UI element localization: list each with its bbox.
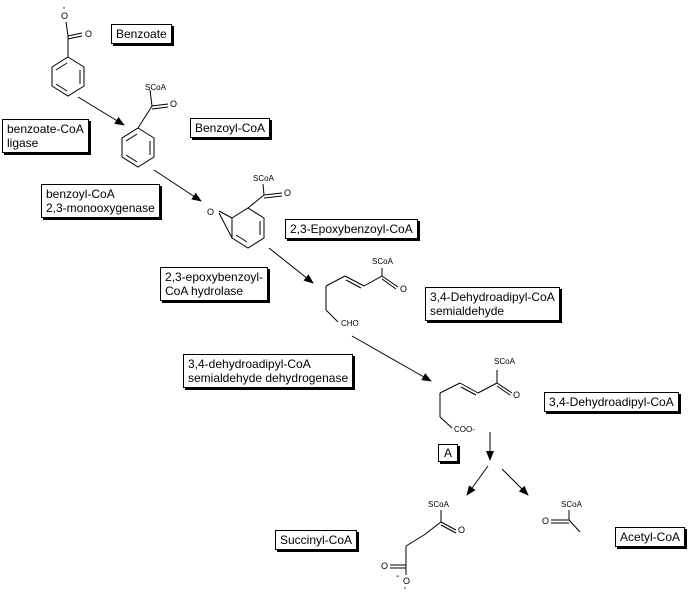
benzoyl-coa-oxygen-label: O: [170, 99, 178, 109]
dehydroadipyl-scoa-label: SCoA: [494, 357, 515, 366]
compound-label-acetyl-coa: Acetyl-CoA: [615, 527, 686, 547]
compound-label-benzoyl-coa: Benzoyl-CoA: [190, 118, 271, 138]
succinyl-anion-minus: -: [396, 571, 400, 582]
dehydroadipyl-coo-label: COO-: [454, 425, 475, 434]
semialdehyde-oxygen-label: O: [400, 284, 408, 294]
dehydroadipyl-coa-structure: [439, 370, 513, 429]
arrow-epoxy-to-semialdehyde: [268, 247, 314, 284]
benzoyl-coa-scoa-label: SCoA: [145, 83, 166, 92]
acetyl-oxygen-label: O: [542, 516, 550, 526]
succinyl-oxygen-label: O: [458, 525, 466, 535]
epoxybenzoyl-coa-structure: [218, 183, 283, 249]
compound-label-dehydroadipyl-coa: 3,4-Dehydroadipyl-CoA: [544, 392, 679, 412]
acetyl-coa-structure: [551, 510, 581, 533]
arrow-to-succinyl-coa: [466, 465, 489, 496]
benzoate-oxygen-label-2: O: [61, 11, 69, 21]
benzoate-radical-dot: ·: [62, 0, 66, 14]
enzyme-label-semialdehyde-dehydrogenase: 3,4-dehydroadipyl-CoA semialdehyde dehyd…: [183, 354, 354, 388]
epoxy-scoa-label: SCoA: [253, 174, 274, 183]
enzyme-label-benzoate-coa-ligase: benzoate-CoA ligase: [2, 119, 89, 153]
succinyl-coa-structure: [390, 510, 457, 575]
enzyme-label-epoxybenzoyl-coa-hydrolase: 2,3-epoxybenzoyl- CoA hydrolase: [160, 267, 269, 301]
compound-label-succinyl-coa: Succinyl-CoA: [275, 530, 358, 550]
compound-label-benzoate: Benzoate: [111, 24, 172, 44]
arrow-benzoyl-coa-to-epoxybenzoyl-coa: [153, 169, 202, 202]
benzoyl-coa-structure: [121, 89, 169, 168]
benzoate-structure: [51, 21, 85, 97]
dehydroadipyl-semialdehyde-structure: [325, 268, 399, 323]
arrow-benzoate-to-benzoyl-coa: [77, 96, 125, 126]
reaction-arrows: [77, 96, 529, 496]
succinyl-carboxyl-oxygen-label-2: O: [403, 576, 411, 586]
epoxide-oxygen-label: O: [207, 207, 215, 217]
semialdehyde-scoa-label: SCoA: [372, 257, 393, 266]
arrow-semialdehyde-to-dehydroadipyl-coa: [351, 335, 432, 382]
succinyl-carboxyl-oxygen-label: O: [381, 561, 389, 571]
arrow-to-acetyl-coa: [501, 468, 529, 496]
compound-label-dehydroadipyl-semialdehyde: 3,4-Dehydroadipyl-CoA semialdehyde: [425, 287, 560, 321]
succinyl-scoa-label: SCoA: [428, 500, 449, 509]
dehydroadipyl-oxygen-label: O: [513, 390, 521, 400]
compound-label-epoxybenzoyl-coa: 2,3-Epoxybenzoyl-CoA: [285, 219, 418, 239]
enzyme-label-benzoyl-coa-monooxygenase: benzoyl-CoA 2,3-monooxygenase: [41, 184, 160, 218]
compound-label-intermediate-a: A: [438, 444, 459, 462]
succinyl-radical-dot: ·: [403, 580, 407, 594]
epoxy-carbonyl-oxygen-label: O: [284, 188, 292, 198]
acetyl-scoa-label: SCoA: [561, 500, 582, 509]
benzoate-oxygen-label: O: [85, 29, 93, 39]
semialdehyde-cho-label: CHO: [341, 319, 359, 328]
